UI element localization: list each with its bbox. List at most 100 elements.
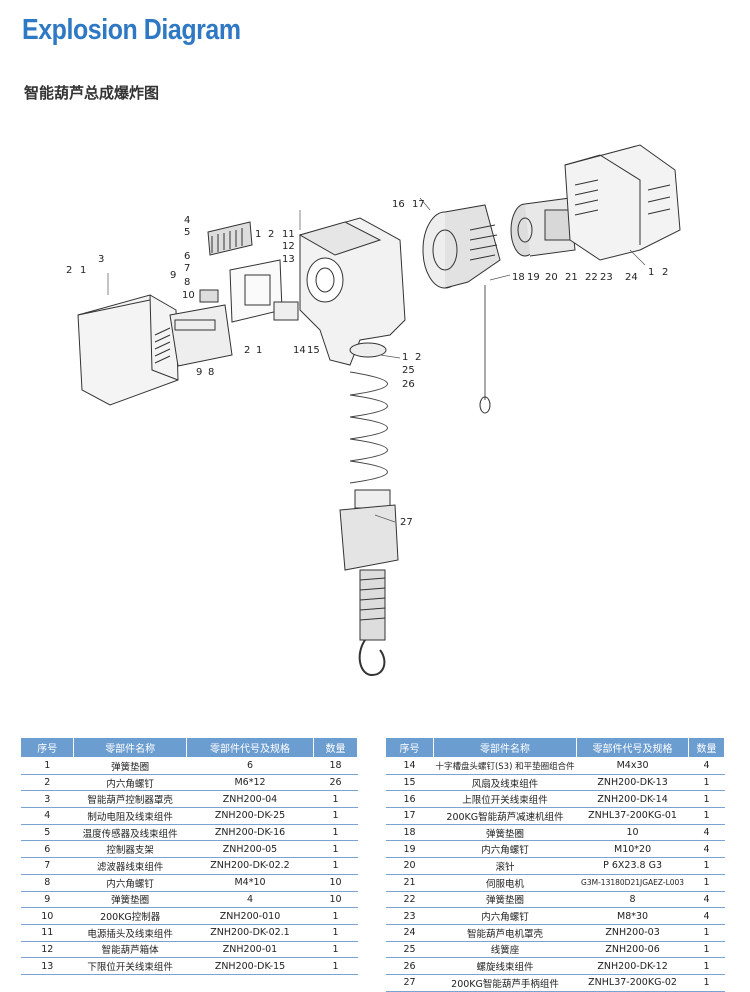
table-cell-no: 25 bbox=[385, 941, 434, 959]
table-cell-no: 23 bbox=[385, 907, 434, 925]
diagram-subtitle: 智能葫芦总成爆炸图 bbox=[24, 84, 160, 102]
callout-label: 2 bbox=[662, 267, 668, 278]
table-cell-spec: ZNH200-DK-14 bbox=[576, 790, 689, 809]
callout-label: 27 bbox=[400, 517, 413, 528]
table-cell-no: 21 bbox=[385, 874, 434, 892]
table-cell-qty: 1 bbox=[313, 941, 358, 959]
table-cell-qty: 1 bbox=[313, 907, 358, 925]
table-cell-qty: 10 bbox=[313, 874, 358, 892]
table-cell-spec: M10*20 bbox=[576, 840, 689, 859]
callout-label: 24 bbox=[625, 272, 638, 283]
callout-label: 16 bbox=[392, 199, 405, 210]
table-cell-qty: 1 bbox=[313, 824, 358, 842]
callout-label: 15 bbox=[307, 345, 320, 356]
table-cell-spec: 10 bbox=[576, 824, 689, 842]
callout-label: 12 bbox=[282, 241, 295, 252]
explosion-diagram: 2 1 3 4 5 6 7 8 9 10 9 8 2 1 1 2 11 12 1… bbox=[0, 110, 750, 720]
spring-seat-part bbox=[349, 342, 387, 358]
callout-label: 1 bbox=[402, 352, 408, 363]
callout-label: 21 bbox=[565, 272, 578, 283]
callout-label: 2 bbox=[244, 345, 250, 356]
table-cell-name: 弹簧垫圈 bbox=[433, 891, 577, 909]
table-cell-no: 8 bbox=[20, 874, 74, 892]
table-cell-qty: 1 bbox=[688, 790, 725, 809]
table-cell-spec: ZNH200-03 bbox=[576, 924, 689, 942]
table-cell-name: 线簧座 bbox=[433, 941, 577, 959]
table-cell-spec: ZNH200-DK-02.1 bbox=[186, 924, 314, 942]
controller-cover-part bbox=[77, 294, 179, 406]
callout-label: 9 bbox=[170, 270, 176, 281]
table-cell-qty: 1 bbox=[313, 790, 358, 809]
callout-label: 19 bbox=[527, 272, 540, 283]
table-cell-spec: ZNH200-04 bbox=[186, 790, 314, 809]
table-cell-spec: ZNH200-06 bbox=[576, 941, 689, 959]
table-cell-qty: 10 bbox=[313, 891, 358, 909]
table-cell-spec: ZNH200-DK-16 bbox=[186, 824, 314, 842]
table-cell-spec: ZNH200-DK-13 bbox=[576, 774, 689, 792]
table-cell-name: 滚针 bbox=[433, 857, 577, 875]
table-cell-qty: 1 bbox=[688, 924, 725, 942]
table-cell-name: 风扇及线束组件 bbox=[433, 774, 577, 792]
callout-label: 18 bbox=[512, 272, 525, 283]
callout-label: 1 bbox=[256, 345, 262, 356]
column-header: 零部件名称 bbox=[432, 737, 578, 758]
table-cell-qty: 1 bbox=[313, 924, 358, 942]
table-cell-no: 13 bbox=[20, 957, 74, 975]
table-cell-name: 电源插头及线束组件 bbox=[73, 924, 187, 942]
column-header: 零部件代号及规格 bbox=[185, 737, 315, 758]
callout-label: 3 bbox=[98, 254, 104, 265]
callout-label: 20 bbox=[545, 272, 558, 283]
callout-label: 25 bbox=[402, 365, 415, 376]
callout-label: 1 bbox=[648, 267, 654, 278]
page-title: Explosion Diagram bbox=[22, 14, 241, 46]
table-cell-spec: ZNHL37-200KG-01 bbox=[576, 807, 689, 825]
table-cell-no: 4 bbox=[20, 807, 74, 825]
hoist-housing-part bbox=[298, 217, 406, 366]
table-cell-no: 12 bbox=[20, 941, 74, 959]
table-cell-no: 24 bbox=[385, 924, 434, 942]
callout-label: 8 bbox=[208, 367, 214, 378]
table-cell-name: 上限位开关线束组件 bbox=[433, 790, 577, 809]
table-cell-qty: 4 bbox=[688, 891, 725, 909]
fan-part bbox=[273, 301, 299, 321]
table-cell-spec: M8*30 bbox=[576, 907, 689, 925]
column-header: 序号 bbox=[385, 737, 434, 758]
table-cell-name: 200KG智能葫芦减速机组件 bbox=[433, 807, 577, 825]
table-cell-spec: ZNH200-DK-12 bbox=[576, 957, 689, 975]
table-cell-spec: ZNH200-DK-25 bbox=[186, 807, 314, 825]
table-cell-spec: P 6X23.8 G3 bbox=[576, 857, 689, 875]
table-cell-name: 伺服电机 bbox=[433, 874, 577, 892]
table-cell-no: 20 bbox=[385, 857, 434, 875]
table-cell-qty: 1 bbox=[688, 857, 725, 875]
table-cell-name: 制动电阻及线束组件 bbox=[73, 807, 187, 825]
table-cell-no: 18 bbox=[385, 824, 434, 842]
table-cell-name: 智能葫芦控制器罩壳 bbox=[73, 790, 187, 809]
table-cell-no: 10 bbox=[20, 907, 74, 925]
table-cell-name: 螺旋线束组件 bbox=[433, 957, 577, 975]
table-cell-name: 控制器支架 bbox=[73, 840, 187, 859]
table-cell-qty: 4 bbox=[688, 840, 725, 859]
table-cell-no: 16 bbox=[385, 790, 434, 809]
callout-label: 4 bbox=[184, 215, 190, 226]
table-cell-spec: ZNHL37-200KG-02 bbox=[576, 974, 689, 992]
column-header: 序号 bbox=[19, 737, 75, 758]
table-cell-no: 22 bbox=[385, 891, 434, 909]
callout-label: 2 bbox=[268, 229, 274, 240]
table-cell-qty: 26 bbox=[313, 774, 358, 792]
column-header: 零部件名称 bbox=[73, 737, 187, 758]
table-cell-qty: 1 bbox=[688, 774, 725, 792]
table-cell-name: 十字槽盘头螺钉(S3) 和平垫圈组合件 bbox=[433, 757, 577, 775]
table-cell-name: 弹簧垫圈 bbox=[73, 757, 187, 775]
callout-label: 1 bbox=[80, 265, 86, 276]
